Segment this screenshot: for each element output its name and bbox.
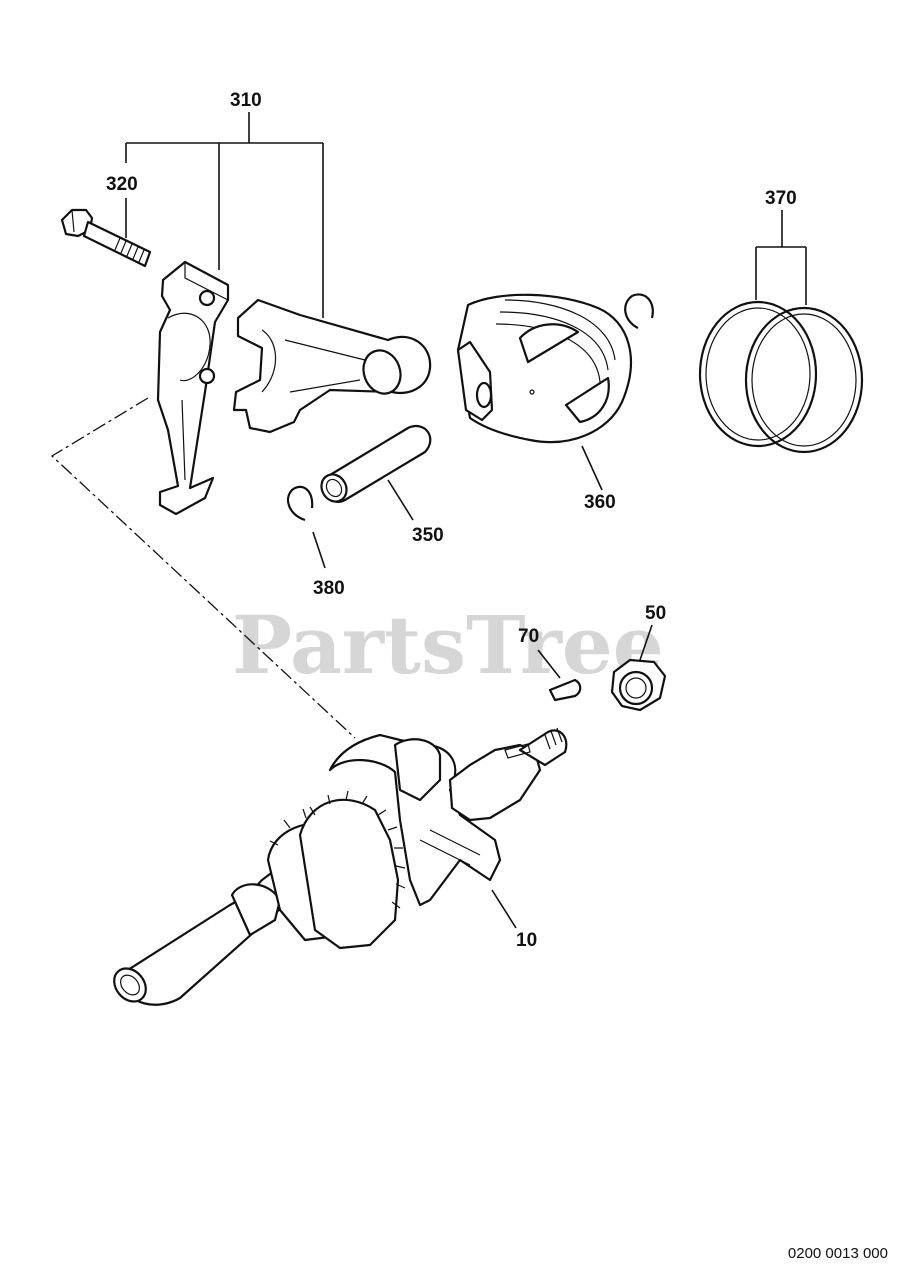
alignment-line [50, 397, 356, 739]
leader-310 [125, 112, 324, 318]
callout-10: 10 [516, 930, 537, 951]
connecting-rod-bolt-part-320 [60, 208, 152, 268]
callout-70: 70 [518, 626, 539, 647]
piston-part-360 [456, 293, 632, 491]
woodruff-key-part-70 [537, 649, 582, 702]
piston-pin-clip-right [624, 293, 654, 329]
piston-rings-part-370 [698, 210, 864, 454]
callout-380: 380 [313, 578, 345, 599]
callout-50: 50 [645, 603, 666, 624]
callout-310: 310 [230, 90, 262, 111]
diagram-reference-code: 0200 0013 000 [787, 1245, 888, 1262]
callout-350: 350 [412, 525, 444, 546]
callout-360: 360 [584, 492, 616, 513]
watermark-text: PartsTree [232, 598, 664, 692]
flange-nut-part-50 [610, 624, 667, 712]
piston-pin-clip-part-380 [287, 485, 326, 569]
callout-370: 370 [765, 188, 797, 209]
connecting-rod-part [232, 298, 432, 434]
piston-pin-part-350 [320, 425, 432, 521]
connecting-rod-cap-part [156, 260, 230, 516]
callout-320: 320 [106, 174, 138, 195]
crankshaft-part-10 [113, 727, 568, 1006]
